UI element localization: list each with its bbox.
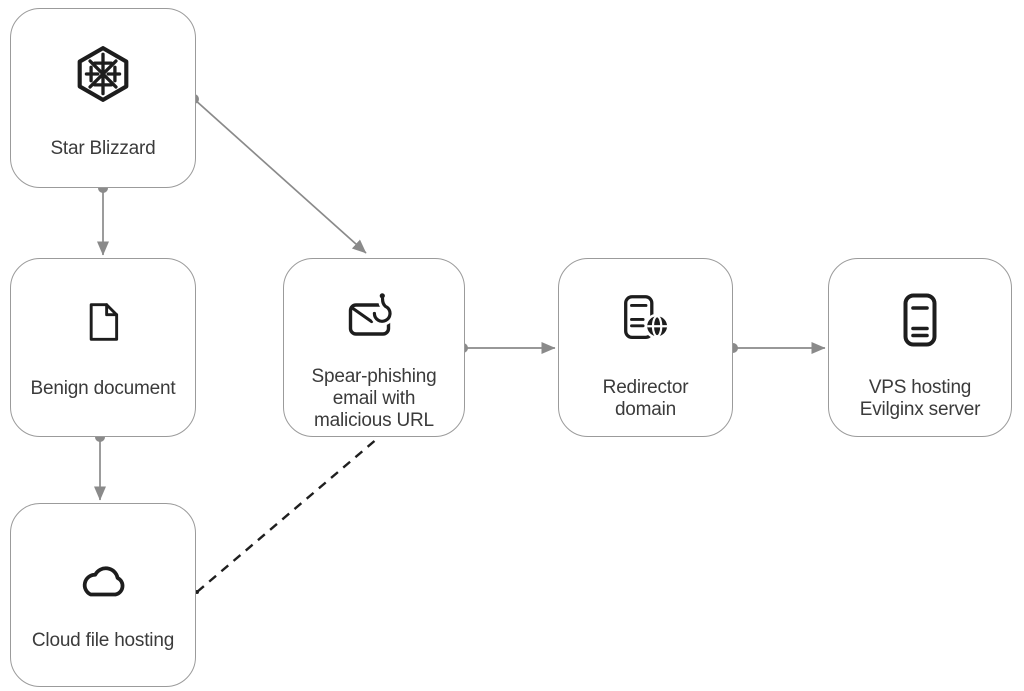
node-label: Cloud file hosting xyxy=(31,630,175,651)
node-label: Spear-phishing email with malicious URL xyxy=(311,366,437,431)
node-spear-phishing-email: Spear-phishing email with malicious URL xyxy=(283,258,465,437)
node-star-blizzard: Star Blizzard xyxy=(10,8,196,188)
edge-star-blizzard-to-spear-phishing-email xyxy=(193,98,367,254)
node-label: Benign document xyxy=(30,378,176,399)
server-globe-icon xyxy=(617,293,675,345)
server-icon xyxy=(900,292,940,348)
node-label: Star Blizzard xyxy=(50,138,156,159)
snowflake-hexagon-icon xyxy=(74,45,132,103)
document-icon xyxy=(83,299,123,345)
node-benign-document: Benign document xyxy=(10,258,196,437)
cloud-icon xyxy=(76,558,130,604)
edge-cloud-file-hosting-to-spear-phishing-email xyxy=(196,437,379,593)
node-cloud-file-hosting: Cloud file hosting xyxy=(10,503,196,687)
node-label: Redirector domain xyxy=(602,377,689,420)
email-fishhook-icon xyxy=(345,289,403,341)
node-vps-evilginx: VPS hosting Evilginx server xyxy=(828,258,1012,437)
node-redirector-domain: Redirector domain xyxy=(558,258,733,437)
node-label: VPS hosting Evilginx server xyxy=(859,377,981,420)
